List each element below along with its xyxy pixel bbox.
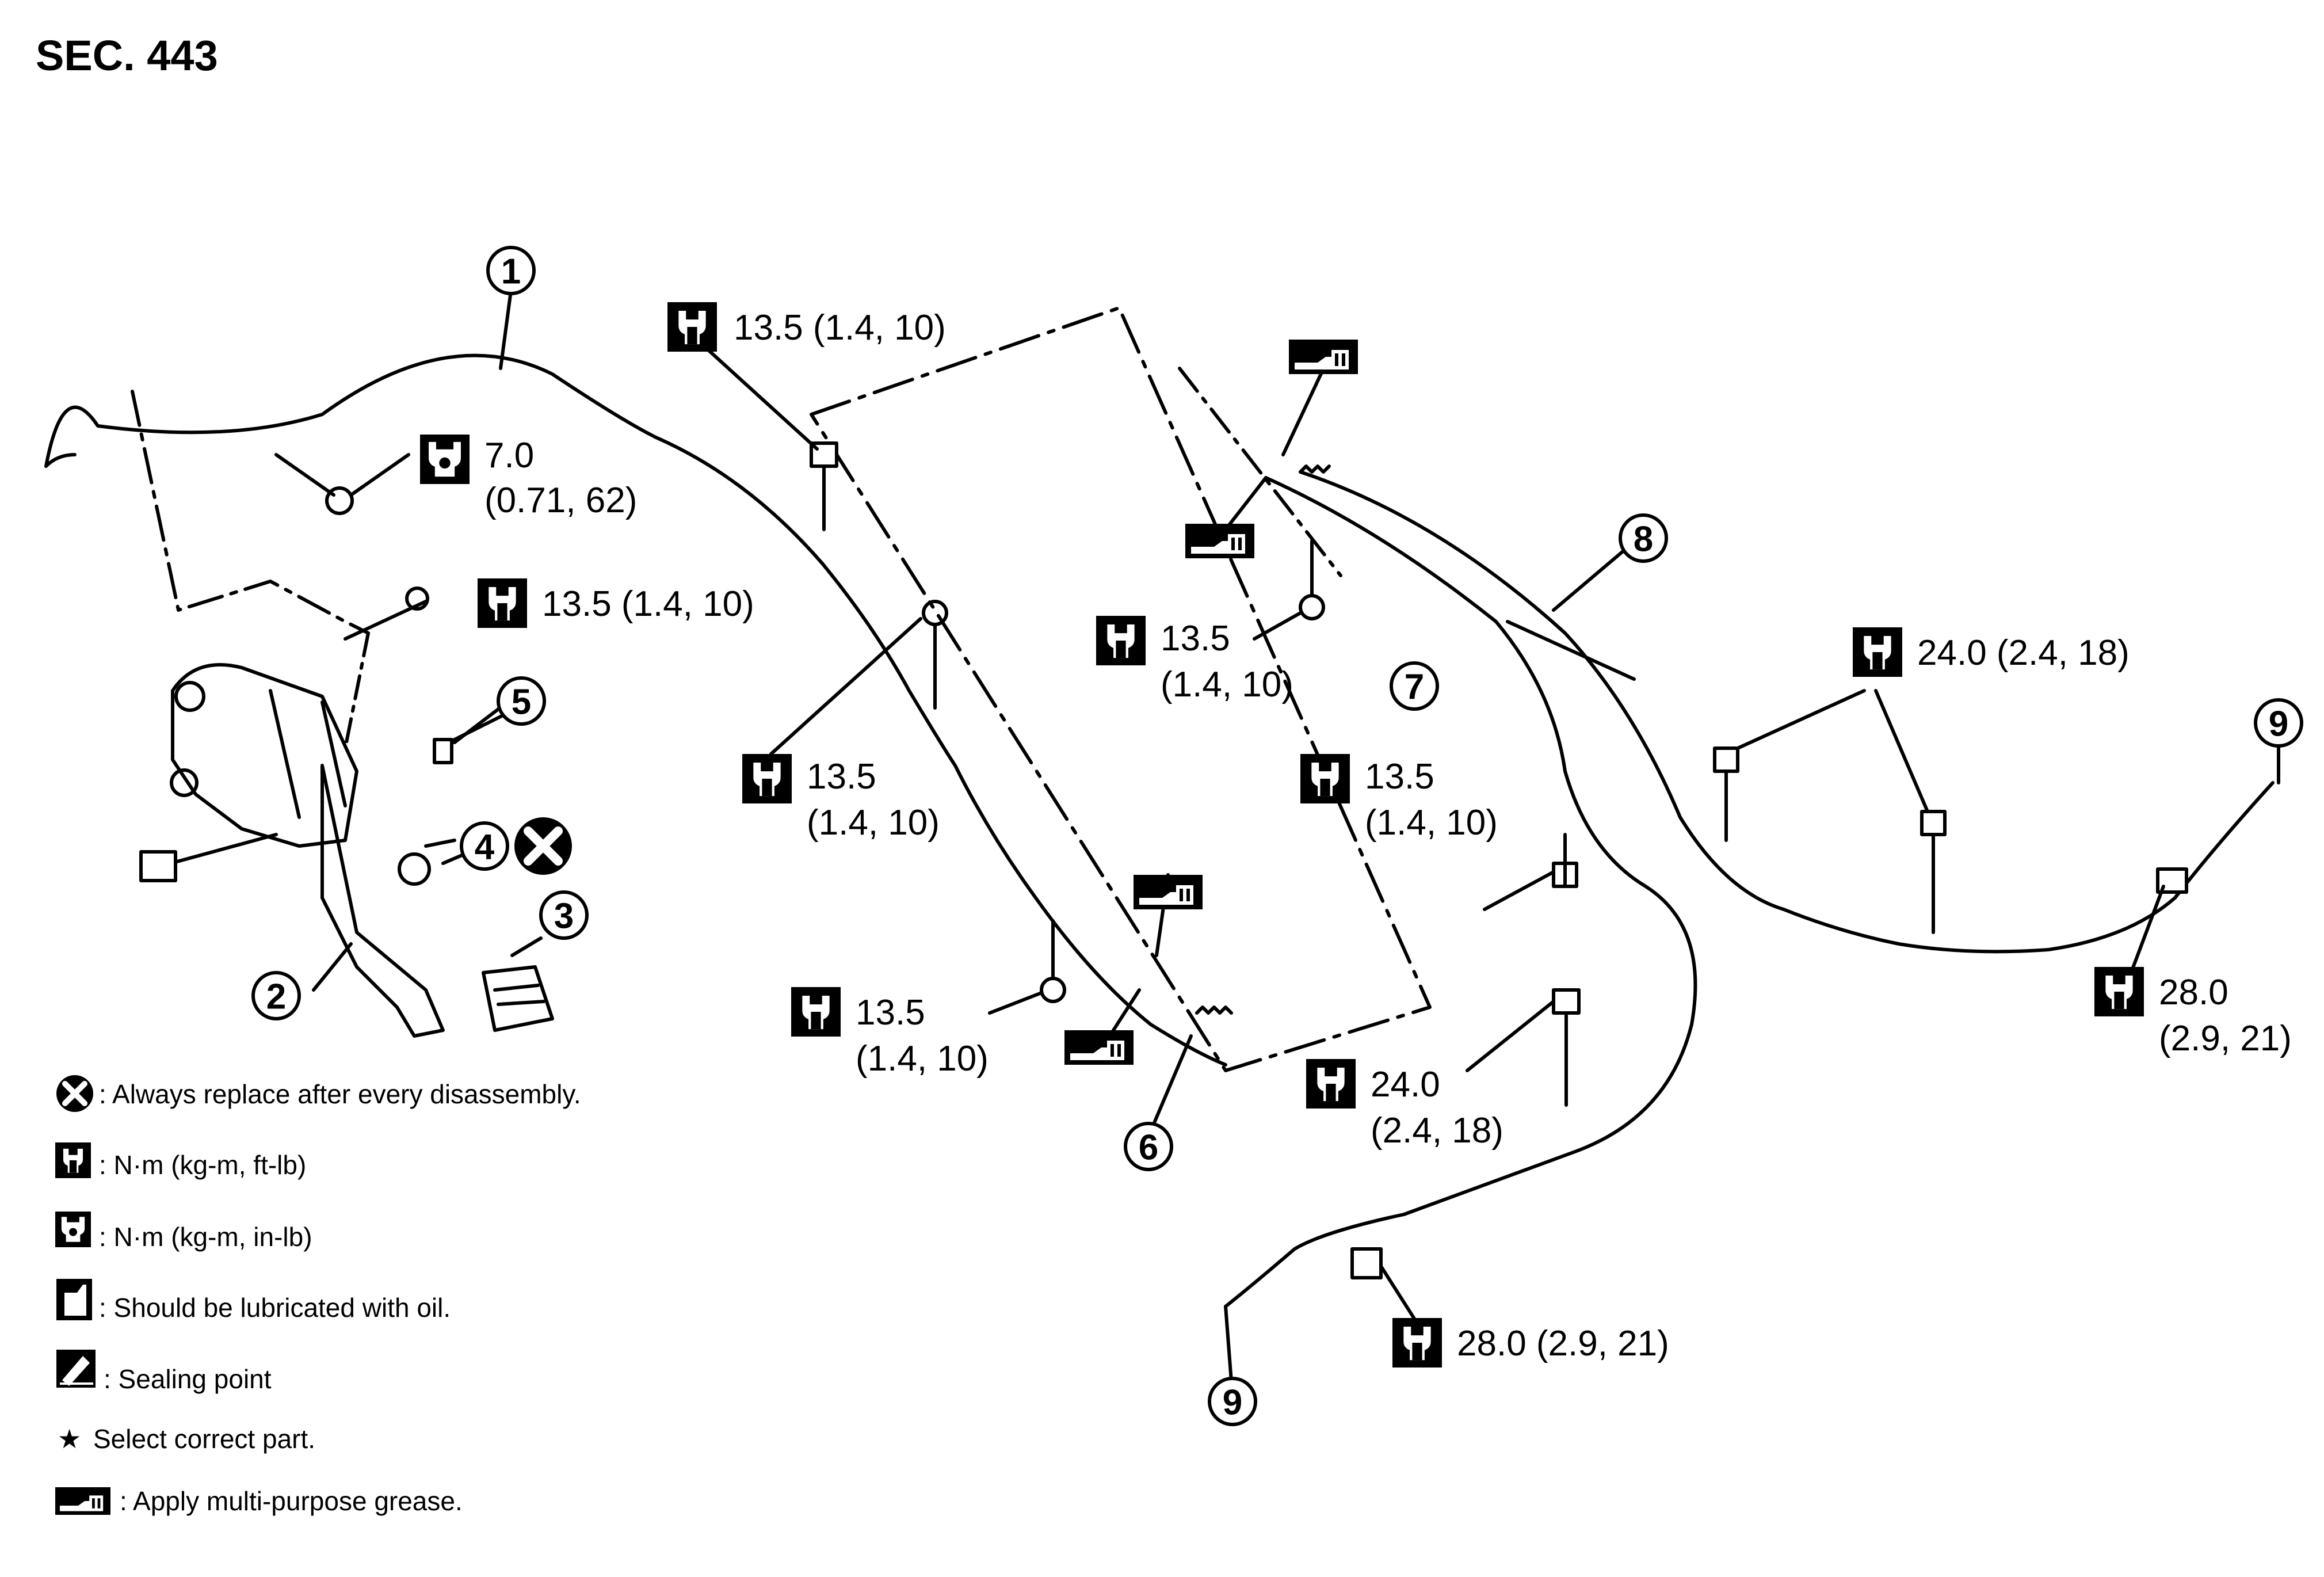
torque-value: (2.9, 21) [2159, 1019, 2292, 1058]
torque-value: (1.4, 10) [807, 803, 940, 843]
legend-row: : Sealing point [56, 1350, 272, 1394]
sealing-point-icon [56, 1350, 96, 1388]
torque-value: 28.0 (2.9, 21) [1457, 1324, 1669, 1363]
torque-value: 13.5 (1.4, 10) [542, 584, 754, 624]
legend-text: : Always replace after every disassembly… [99, 1079, 581, 1109]
torque-ftlb-icon [55, 1142, 91, 1178]
torque-spec-11: 28.0 (2.9, 21) [1392, 1318, 1669, 1368]
always-replace-icon [514, 817, 572, 875]
callout-5: 5 [497, 676, 546, 726]
callout-label: 9 [2269, 704, 2288, 744]
callout-9-right: 9 [2254, 698, 2303, 748]
torque-inlb-icon [420, 435, 470, 484]
grease-icon [55, 1487, 110, 1515]
grease-icon [1064, 1030, 1134, 1065]
torque-value: (1.4, 10) [1365, 803, 1498, 843]
pedal-pad [482, 965, 554, 1032]
callout-9-bottom: 9 [1208, 1377, 1257, 1426]
torque-spec-4: 13.5 (1.4, 10) [742, 754, 940, 843]
torque-value: 7.0 [484, 436, 534, 475]
torque-ftlb-icon [2094, 967, 2144, 1016]
diagram-linework [44, 280, 2280, 1383]
torque-spec-8: 24.0 (2.4, 18) [1853, 627, 2130, 677]
torque-value: (0.71, 62) [484, 481, 637, 520]
torque-value: 13.5 [1365, 757, 1434, 797]
torque-spec-9: 24.0 (2.4, 18) [1306, 1059, 1503, 1151]
legend-text: : Sealing point [104, 1364, 272, 1394]
pedal-bracket [171, 663, 358, 848]
callouts: 1 2 3 4 5 6 7 8 [251, 246, 2303, 1426]
legend-text: Select correct part. [93, 1424, 315, 1454]
callout-3: 3 [539, 890, 589, 940]
callout-8: 8 [1619, 513, 1668, 563]
torque-value: (1.4, 10) [856, 1039, 989, 1079]
torque-spec-10: 28.0 (2.9, 21) [2094, 967, 2292, 1058]
rear-cable-right [1299, 470, 2275, 954]
pedal-arm [320, 764, 445, 1038]
rear-cable-left [1224, 476, 1697, 1308]
torque-ftlb-icon [1853, 627, 1902, 677]
legend: : Always replace after every disassembly… [55, 1075, 581, 1516]
grease-icon [1289, 340, 1358, 374]
torque-value: 24.0 (2.4, 18) [1917, 633, 2130, 673]
callout-label: 1 [501, 252, 521, 292]
torque-spec-3: 13.5 (1.4, 10) [478, 578, 754, 628]
legend-text: : Should be lubricated with oil. [99, 1293, 451, 1323]
torque-ftlb-icon [478, 578, 527, 628]
callout-label: 2 [266, 977, 286, 1017]
grease-icon [1134, 875, 1203, 909]
torque-value: 13.5 [856, 993, 925, 1033]
callout-7: 7 [1390, 661, 1439, 711]
callout-label: 4 [475, 828, 495, 867]
front-cable [44, 353, 1227, 1066]
star-icon: ★ [58, 1424, 81, 1454]
center-frame [810, 306, 1432, 1072]
torque-ftlb-icon [1392, 1318, 1442, 1368]
torque-value: 24.0 [1371, 1065, 1440, 1104]
torque-spec-1: 13.5 (1.4, 10) [667, 302, 946, 352]
torque-value: 13.5 [1161, 619, 1230, 658]
legend-text: : Apply multi-purpose grease. [120, 1486, 463, 1516]
section-label: SEC. 443 [36, 32, 218, 79]
callout-4: 4 [460, 821, 509, 871]
torque-ftlb-icon [1300, 754, 1350, 803]
legend-row: : Should be lubricated with oil. [56, 1279, 451, 1323]
torque-value: 28.0 [2159, 973, 2228, 1012]
legend-row: ★ Select correct part. [58, 1424, 315, 1454]
torque-ftlb-icon [1096, 616, 1146, 665]
torque-ftlb-icon [791, 987, 841, 1037]
legend-row: : Apply multi-purpose grease. [55, 1486, 463, 1516]
callout-label: 6 [1139, 1128, 1158, 1168]
grease-icon [1185, 524, 1254, 558]
callout-2: 2 [251, 971, 301, 1020]
oil-can-icon [56, 1279, 92, 1320]
always-replace-icon [62, 1081, 87, 1106]
torque-ftlb-icon [742, 754, 792, 803]
torque-inlb-icon [55, 1212, 91, 1247]
torque-value: 13.5 (1.4, 10) [734, 308, 946, 348]
legend-text: : N·m (kg-m, ft-lb) [99, 1150, 306, 1180]
callout-label: 9 [1223, 1383, 1242, 1423]
torque-value: (2.4, 18) [1371, 1111, 1503, 1151]
torque-spec-7: 13.5 (1.4, 10) [1300, 754, 1498, 843]
legend-row: : N·m (kg-m, in-lb) [55, 1212, 312, 1252]
callout-label: 7 [1405, 668, 1424, 707]
torque-spec-2: 7.0 (0.71, 62) [420, 435, 637, 520]
torque-value: 13.5 [807, 757, 876, 797]
legend-row: : Always replace after every disassembly… [56, 1075, 581, 1112]
torque-ftlb-icon [667, 302, 717, 352]
torque-value: (1.4, 10) [1161, 665, 1293, 704]
legend-row: : N·m (kg-m, ft-lb) [55, 1142, 306, 1180]
callout-1: 1 [486, 246, 536, 295]
torque-ftlb-icon [1306, 1059, 1356, 1109]
legend-text: : N·m (kg-m, in-lb) [99, 1222, 312, 1252]
callout-label: 8 [1634, 520, 1653, 559]
callout-6: 6 [1124, 1122, 1173, 1171]
torque-spec-5: 13.5 (1.4, 10) [791, 987, 989, 1079]
callout-label: 5 [512, 683, 531, 722]
callout-label: 3 [554, 897, 574, 936]
torque-spec-6: 13.5 (1.4, 10) [1096, 616, 1293, 704]
